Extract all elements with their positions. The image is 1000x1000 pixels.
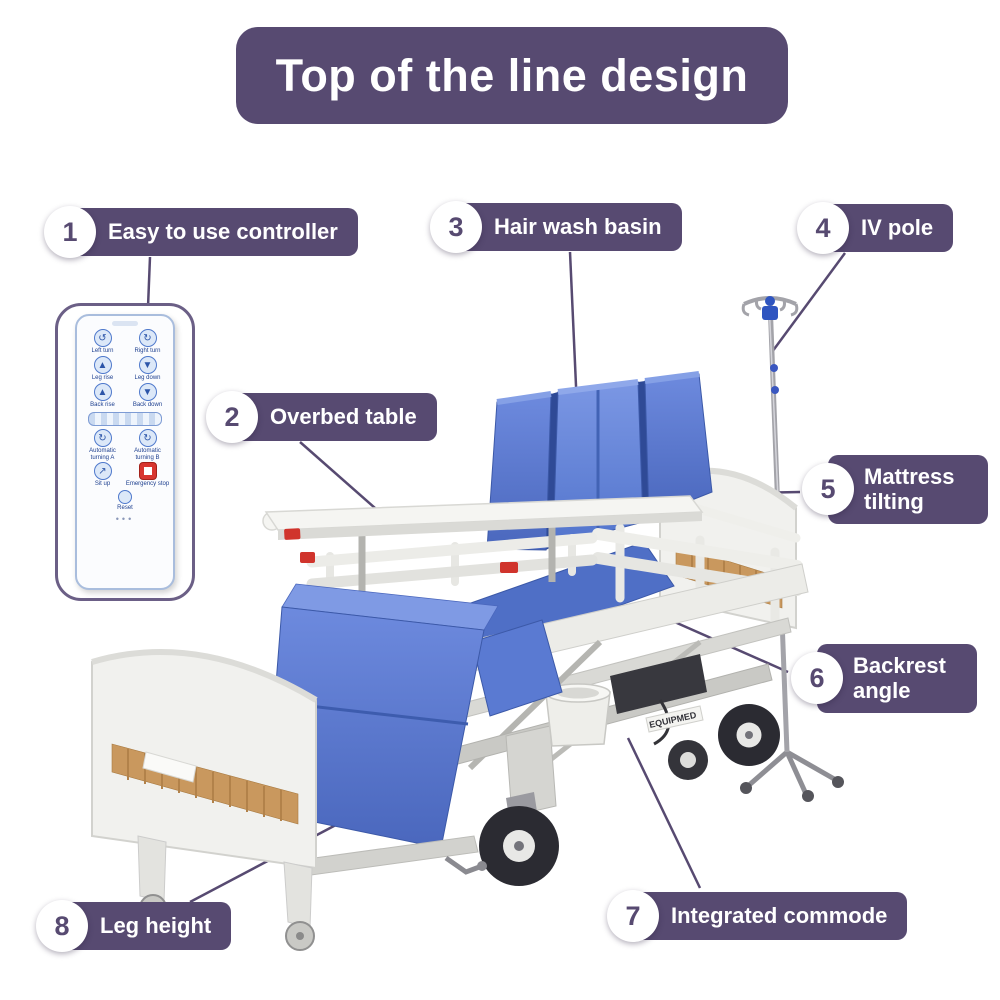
callout-backrest-angle: 6 Backrest angle: [791, 644, 977, 713]
remote-reset-group: Reset: [80, 490, 170, 512]
sit-up-icon: ↗: [98, 466, 107, 478]
automatic-turning-b-label: Automatic turning B: [134, 447, 161, 461]
callout-label-3: Hair wash basin: [456, 203, 682, 251]
remote-row-leg: ▲ Leg rise ▼ Leg down: [80, 355, 170, 382]
callout-label-1: Easy to use controller: [70, 208, 358, 256]
right-turn-label: Right turn: [134, 348, 161, 354]
callout-iv-pole: 4 IV pole: [797, 202, 954, 254]
remote-control: ↺ Left turn ↻ Right turn ▲ Leg rise ▼ Le…: [75, 314, 175, 590]
emergency-stop-label: Emergency stop: [125, 481, 170, 488]
back-down-label: Back down: [132, 401, 163, 408]
right-turn-icon: ↻: [143, 333, 152, 344]
page-title: Top of the line design: [275, 49, 749, 101]
leg-rise-label: Leg rise: [91, 374, 114, 381]
leg-down-label: Leg down: [134, 374, 161, 381]
sit-up-label: Sit up: [94, 481, 111, 488]
callout-label-2: Overbed table: [232, 393, 437, 441]
back-rise-label: Back rise: [90, 401, 115, 408]
callout-number-5: 5: [802, 463, 854, 516]
callout-number-8: 8: [36, 900, 88, 952]
back-down-icon: ▼: [142, 386, 153, 398]
main-casters: [479, 704, 780, 886]
callout-overbed-table: 2 Overbed table: [206, 391, 437, 443]
rail-release-clip: [300, 552, 315, 563]
leg-down-button: ▼: [138, 355, 157, 374]
overbed-table: [262, 495, 704, 596]
commode-bucket: [545, 683, 611, 747]
table-clamp: [284, 528, 301, 540]
position-icons-strip: [88, 411, 162, 426]
back-rise-button: ▲: [93, 382, 112, 401]
automatic-turning-b-icon: ↻: [143, 432, 152, 444]
leg-mattress: [265, 583, 563, 849]
emergency-stop-icon: [143, 467, 152, 476]
reset-button: [118, 490, 132, 505]
speaker-dots: •••: [115, 514, 135, 525]
remote-row-turn: ↺ Left turn ↻ Right turn: [80, 329, 170, 355]
footboard: [91, 648, 318, 951]
left-turn-button: ↺: [93, 329, 112, 347]
callout-leg-height: 8 Leg height: [36, 900, 232, 952]
foot-frame: [299, 835, 487, 877]
sit-up-button: ↗: [93, 462, 112, 481]
automatic-turning-b-button: ↻: [138, 428, 157, 447]
automatic-turning-a-label: Automatic turning A: [89, 447, 116, 461]
reset-label: Reset: [117, 505, 133, 512]
callout-integrated-commode: 7 Integrated commode: [607, 890, 908, 942]
callout-label-6: Backrest angle: [817, 644, 977, 713]
emergency-stop-button: [138, 462, 157, 481]
leg-down-icon: ▼: [142, 359, 153, 371]
automatic-turning-a-icon: ↻: [98, 432, 107, 444]
controller-illustration-frame: ↺ Left turn ↻ Right turn ▲ Leg rise ▼ Le…: [55, 303, 195, 601]
left-turn-icon: ↺: [98, 333, 107, 344]
back-down-button: ▼: [138, 382, 157, 401]
callout-number-6: 6: [791, 652, 843, 705]
callout-number-3: 3: [430, 201, 482, 253]
right-turn-button: ↻: [138, 329, 157, 347]
callout-number-7: 7: [607, 890, 659, 942]
callout-hair-wash-basin: 3 Hair wash basin: [430, 201, 682, 253]
callout-controller: 1 Easy to use controller: [44, 206, 358, 258]
rail-release-clip: [500, 562, 518, 573]
callout-label-8: Leg height: [62, 902, 232, 950]
leg-rise-icon: ▲: [97, 359, 108, 371]
callout-number-1: 1: [44, 206, 96, 258]
remote-row-sit-stop: ↗ Sit up Emergency stop: [80, 462, 170, 488]
callout-label-7: Integrated commode: [633, 892, 908, 940]
title-banner: Top of the line design: [236, 27, 788, 124]
callout-mattress-tilting: 5 Mattress tilting: [802, 455, 988, 524]
back-rise-icon: ▲: [97, 386, 108, 398]
remote-notch: [112, 321, 138, 326]
remote-row-back: ▲ Back rise ▼ Back down: [80, 382, 170, 409]
callout-number-2: 2: [206, 391, 258, 443]
remote-row-automatic: ↻ Automatic turning A ↻ Automatic turnin…: [80, 428, 170, 462]
callout-number-4: 4: [797, 202, 849, 254]
left-turn-label: Left turn: [91, 348, 114, 354]
leg-rise-button: ▲: [93, 355, 112, 374]
automatic-turning-a-button: ↻: [93, 428, 112, 447]
callout-label-5: Mattress tilting: [828, 455, 988, 524]
